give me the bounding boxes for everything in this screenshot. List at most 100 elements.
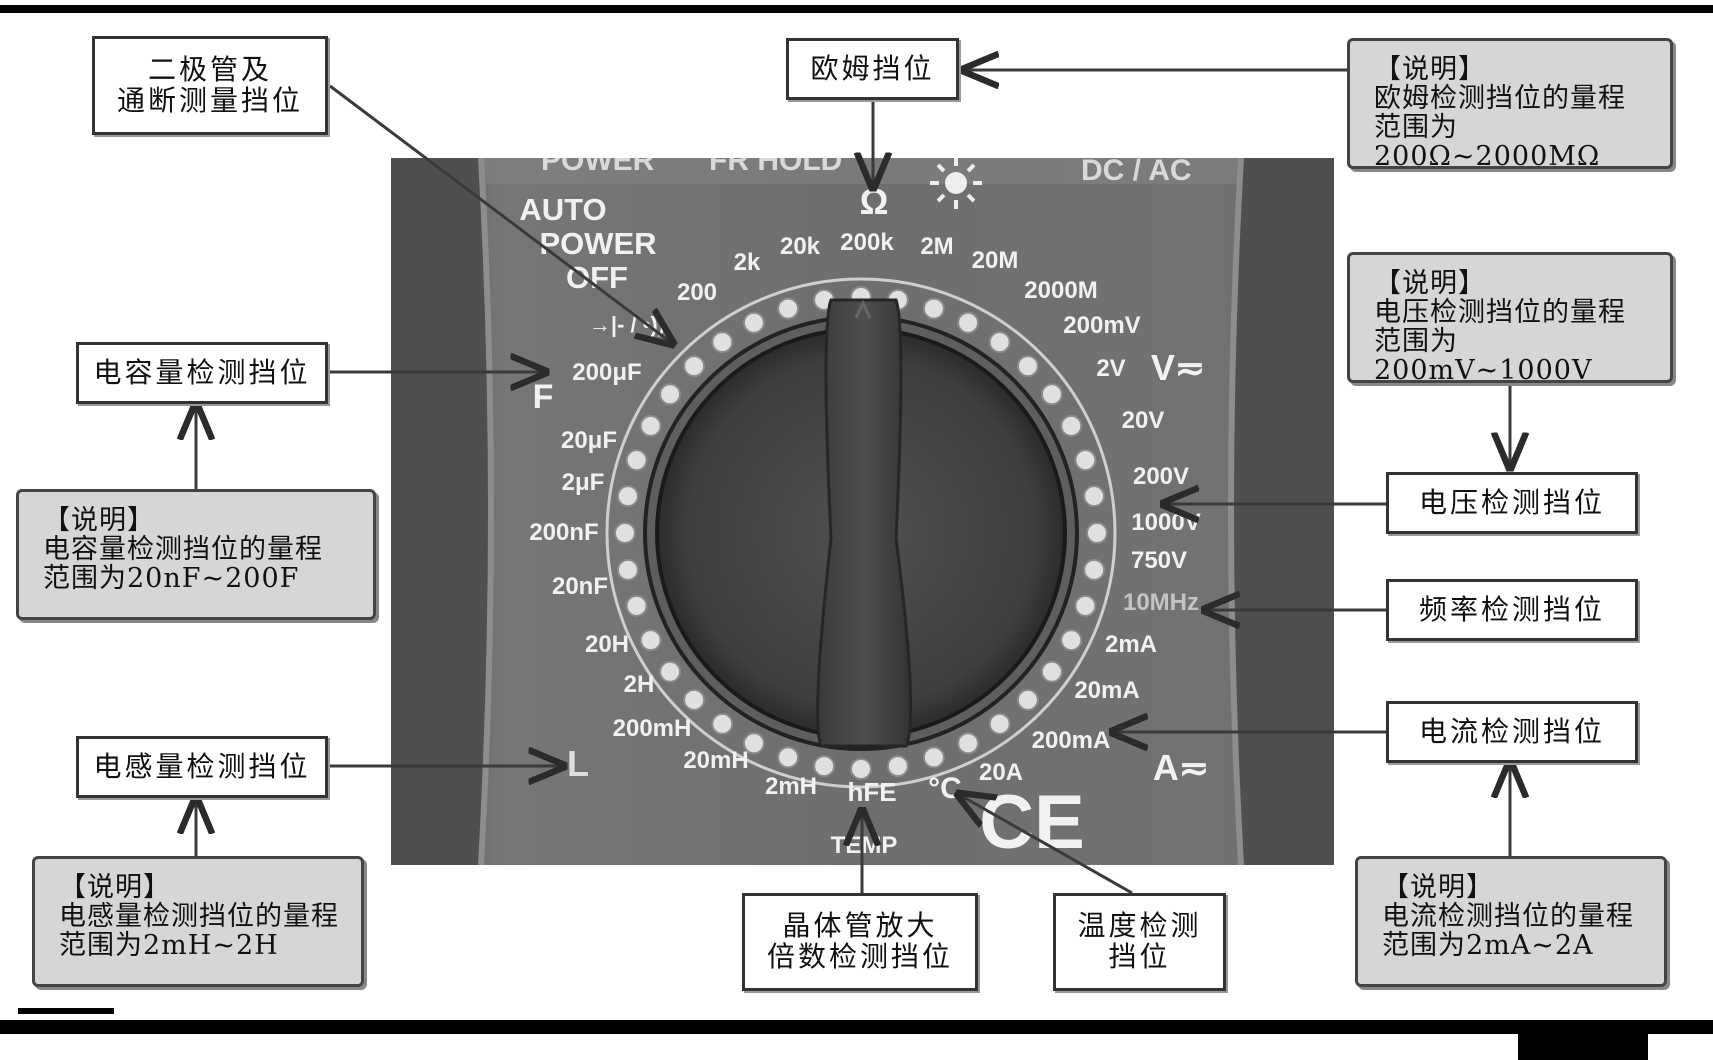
dial-20M: 20M <box>972 247 1019 274</box>
dial-200V: 200V <box>1133 463 1189 490</box>
note-capacitance-line-1: 电容量检测挡位的量程 <box>43 535 357 564</box>
dial-detent <box>778 299 798 319</box>
power-label: POWER <box>541 158 655 177</box>
callout-current-text: 电流检测挡位 <box>1419 717 1605 748</box>
note-capacitance-line-2: 范围为20nF~200F <box>43 564 357 593</box>
dial-detent <box>712 332 732 352</box>
dial-detent <box>1087 523 1107 543</box>
callout-hfe-line-1: 晶体管放大 <box>782 911 937 942</box>
note-voltage-line-1: 电压检测挡位的量程 <box>1374 298 1654 327</box>
dial-detent <box>851 759 871 779</box>
callout-ohm: 欧姆挡位 <box>786 38 959 100</box>
ce-mark: CE <box>979 780 1085 865</box>
callout-frequency: 频率检测挡位 <box>1386 579 1638 641</box>
note-current-head: 【说明】 <box>1382 873 1648 902</box>
note-capacitance: 【说明】 电容量检测挡位的量程 范围为20nF~200F <box>16 489 376 620</box>
dial-2V: 2V <box>1096 355 1125 382</box>
dial-detent <box>958 733 978 753</box>
top-rule <box>0 5 1713 13</box>
note-inductance-line-1: 电感量检测挡位的量程 <box>59 902 345 931</box>
dial-detent <box>615 523 635 543</box>
dial-detent <box>1075 596 1095 616</box>
callout-hfe: 晶体管放大 倍数检测挡位 <box>742 893 978 991</box>
dial-20mH: 20mH <box>683 747 748 774</box>
func-l-label: L <box>567 743 589 784</box>
callout-temperature-line-1: 温度检测 <box>1077 911 1201 942</box>
dial-20mA: 20mA <box>1074 677 1139 704</box>
dial-200mA: 200mA <box>1032 727 1111 754</box>
func-f-label: F <box>533 378 554 416</box>
dial-detent <box>814 756 834 776</box>
dial-detent <box>684 690 704 710</box>
note-inductance-head: 【说明】 <box>59 873 345 902</box>
multimeter-dial-photo: POWER FR HOLD DC / AC AUTO POWER OFF Ω 2… <box>391 158 1334 865</box>
dial-1000V: 1000V <box>1131 509 1200 536</box>
note-voltage: 【说明】 电压检测挡位的量程 范围为200mV~1000V <box>1347 252 1673 383</box>
dial-2k: 2k <box>734 249 761 276</box>
dial-750V: 750V <box>1131 547 1187 574</box>
callout-ohm-text: 欧姆挡位 <box>810 54 934 85</box>
temp-label: TEMP <box>831 832 898 859</box>
auto-power-off-line-2: POWER <box>539 226 656 261</box>
dial-detent <box>990 714 1010 734</box>
dial-detent <box>1042 662 1062 682</box>
dial-2mA: 2mA <box>1105 631 1157 658</box>
dial-2M: 2M <box>920 233 953 260</box>
dial-2000M: 2000M <box>1024 277 1097 304</box>
dial-detent <box>1061 416 1081 436</box>
note-ohm-line-1: 欧姆检测挡位的量程 <box>1374 84 1654 113</box>
callout-capacitance: 电容量检测挡位 <box>76 342 328 404</box>
callout-hfe-line-2: 倍数检测挡位 <box>767 942 953 973</box>
dial-200k: 200k <box>840 229 894 256</box>
callout-inductance-text: 电感量检测挡位 <box>93 752 310 783</box>
dial-detent <box>627 450 647 470</box>
dial-detent <box>627 596 647 616</box>
dial-detent <box>958 313 978 333</box>
bottom-left-mark <box>18 1008 114 1014</box>
callout-temperature-line-2: 挡位 <box>1108 942 1170 973</box>
dial-detent <box>618 486 638 506</box>
dial-detent <box>778 747 798 767</box>
callout-diode-line-2: 通断测量挡位 <box>117 86 303 117</box>
callout-diode: 二极管及 通断测量挡位 <box>92 36 328 135</box>
dial-200: 200 <box>677 279 717 306</box>
dial-detent <box>660 662 680 682</box>
note-current: 【说明】 电流检测挡位的量程 范围为2mA~2A <box>1355 856 1667 987</box>
dial-detent <box>924 747 944 767</box>
dial-detent <box>1018 690 1038 710</box>
dial-2uF: 2μF <box>562 469 605 496</box>
note-current-line-1: 电流检测挡位的量程 <box>1382 902 1648 931</box>
dial-detent <box>641 630 661 650</box>
note-ohm-head: 【说明】 <box>1374 55 1654 84</box>
callout-temperature: 温度检测 挡位 <box>1053 893 1226 991</box>
dial-200uF: 200μF <box>572 359 641 386</box>
dial-detent <box>1084 560 1104 580</box>
note-voltage-head: 【说明】 <box>1374 269 1654 298</box>
dial-detent <box>684 356 704 376</box>
dial-200mH: 200mH <box>613 715 692 742</box>
auto-power-off-line-3: OFF <box>566 260 628 295</box>
callout-frequency-text: 频率检测挡位 <box>1419 595 1605 626</box>
dial-2H: 2H <box>624 671 655 698</box>
hold-label: FR HOLD <box>709 158 842 177</box>
bottom-right-block <box>1518 1034 1648 1060</box>
ohm-symbol: Ω <box>860 181 889 222</box>
note-voltage-line-2: 范围为200mV~1000V <box>1374 327 1654 385</box>
dial-temp-c: °C <box>928 772 962 805</box>
note-inductance-line-2: 范围为2mH~2H <box>59 931 345 960</box>
dial-detent <box>1061 630 1081 650</box>
callout-inductance: 电感量检测挡位 <box>76 736 328 798</box>
func-v-label: V≂ <box>1151 347 1205 388</box>
dial-2mH: 2mH <box>765 773 817 800</box>
dial-20V: 20V <box>1122 407 1165 434</box>
callout-voltage-text: 电压检测挡位 <box>1419 488 1605 519</box>
dial-detent <box>1018 356 1038 376</box>
note-capacitance-head: 【说明】 <box>43 506 357 535</box>
auto-power-off-line-1: AUTO <box>519 192 606 227</box>
bottom-rule <box>0 1020 1713 1034</box>
note-ohm-line-2: 范围为200Ω~2000MΩ <box>1374 113 1654 171</box>
dial-detent <box>712 714 732 734</box>
diode-continuity-symbol: →|- / •)) <box>589 312 665 337</box>
dial-20nF: 20nF <box>552 573 608 600</box>
